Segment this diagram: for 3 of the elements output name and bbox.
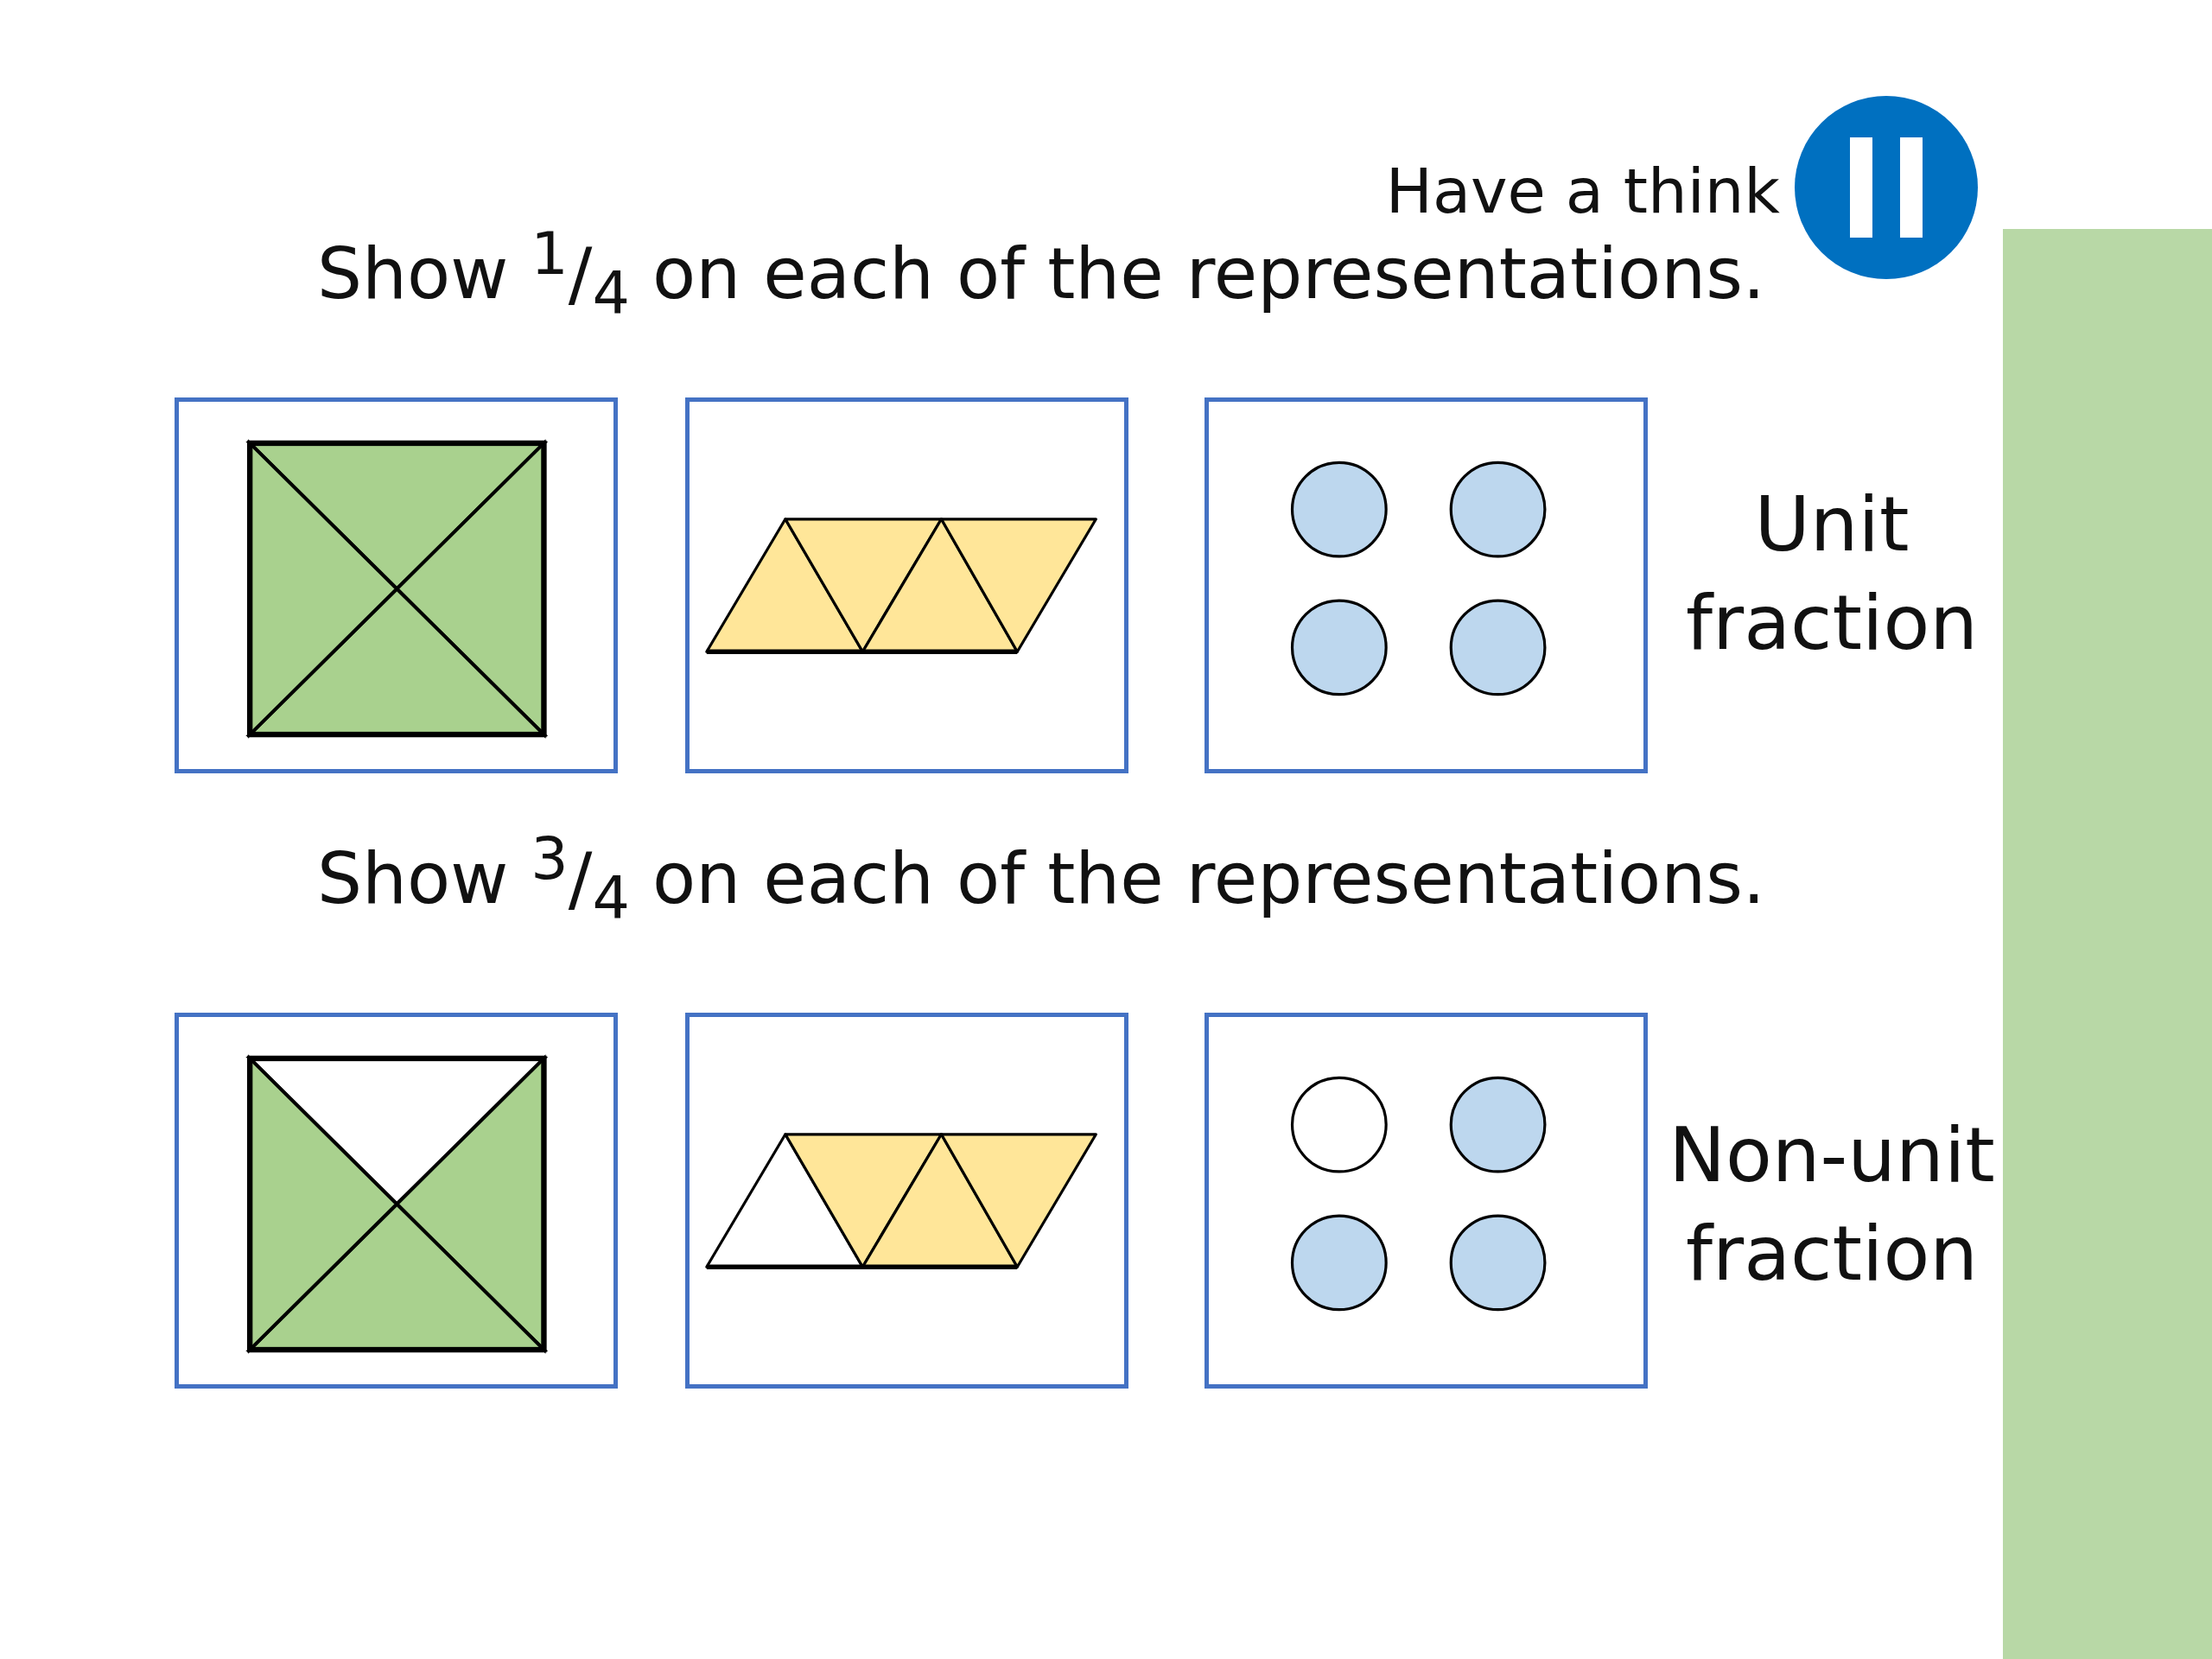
category-label: Non-unit fraction	[1668, 1109, 1996, 1300]
category-label: Unit fraction	[1684, 479, 1979, 670]
instruction-text: Show $^{3}$/$_{4}$ on each of the representations.	[317, 823, 1766, 934]
